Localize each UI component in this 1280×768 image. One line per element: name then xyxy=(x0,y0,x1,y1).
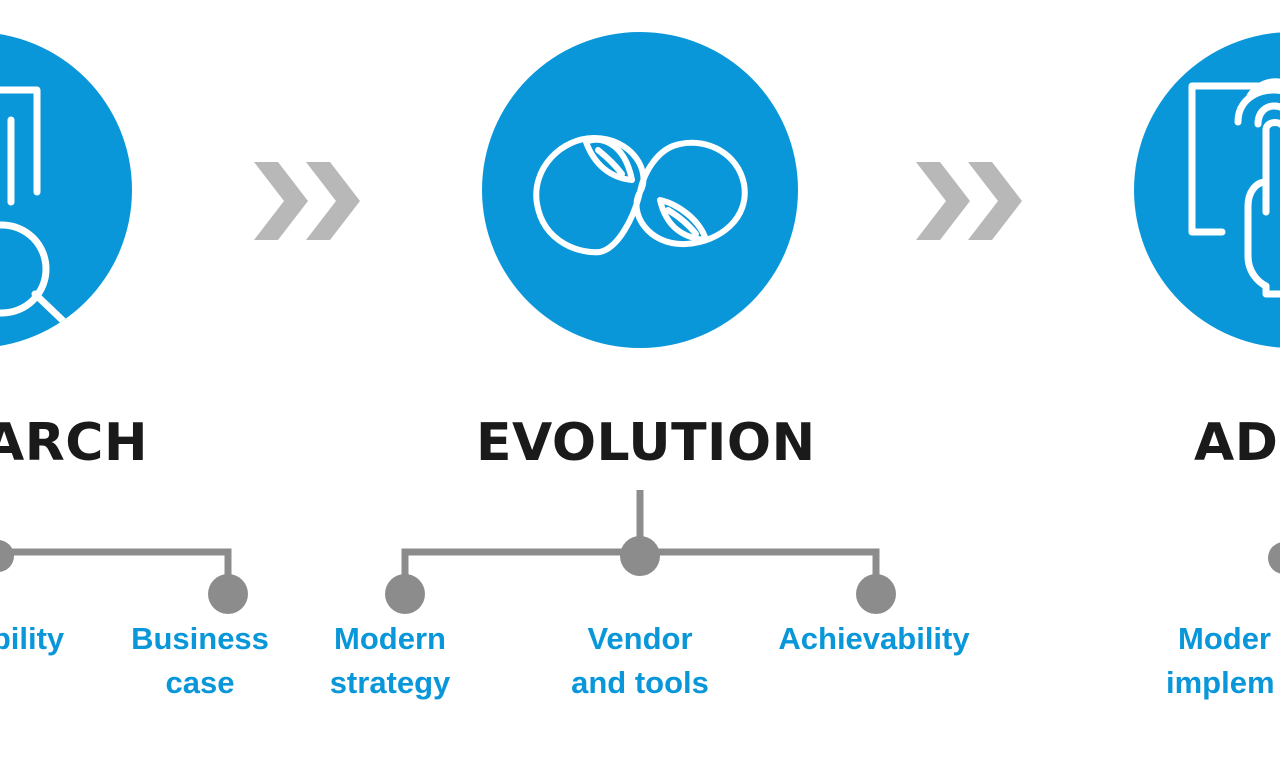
stage-1-title: ARCH xyxy=(0,413,148,473)
infinity-leaves-icon xyxy=(533,135,748,256)
stage-2-item-3: Achievability xyxy=(778,621,970,656)
node-stage2-right xyxy=(856,574,896,614)
stage-2-title: EVOLUTION xyxy=(476,413,816,473)
double-chevron-right-icon xyxy=(254,162,360,240)
double-chevron-right-icon xyxy=(916,162,1022,240)
node-stage3-left xyxy=(1268,542,1280,574)
stage-1-disc xyxy=(0,32,132,348)
node-stage1-left xyxy=(0,540,14,572)
stage-2-item-2: Vendor and tools xyxy=(571,621,709,700)
stage-2-disc xyxy=(482,32,798,348)
node-stage1-right xyxy=(208,574,248,614)
stage-3-disc xyxy=(1134,32,1280,348)
stage-1-item-2: Business case xyxy=(131,621,269,700)
stage-3-title: AD xyxy=(1194,413,1279,473)
node-stage2-left xyxy=(385,574,425,614)
stage-1-item-1: bility xyxy=(0,621,65,656)
stage-3-item-1: Moder implem xyxy=(1166,621,1275,700)
node-stage2-center xyxy=(620,536,660,576)
stage-2-item-1: Modern strategy xyxy=(329,621,451,700)
touch-screen-hand-icon xyxy=(1188,78,1280,298)
document-magnifier-icon xyxy=(0,86,83,340)
